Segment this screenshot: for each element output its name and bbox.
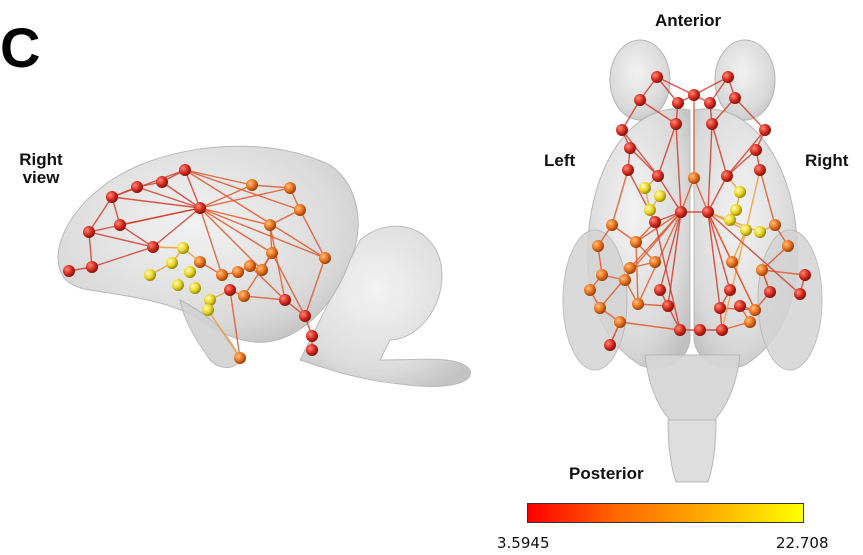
- network-node: [319, 252, 331, 264]
- network-node: [147, 241, 159, 253]
- network-node: [83, 226, 95, 238]
- network-node: [726, 256, 738, 268]
- network-node: [764, 286, 776, 298]
- network-node: [184, 266, 196, 278]
- network-node: [106, 191, 118, 203]
- network-node: [246, 179, 258, 191]
- network-node: [794, 288, 806, 300]
- network-node: [652, 170, 664, 182]
- network-node: [750, 144, 762, 156]
- network-node: [179, 164, 191, 176]
- network-node: [706, 118, 718, 130]
- network-node: [644, 204, 656, 216]
- network-node: [722, 71, 734, 83]
- network-node: [63, 265, 75, 277]
- network-node: [769, 219, 781, 231]
- network-node: [216, 269, 228, 281]
- colorbar-max-label: 22.708: [776, 534, 829, 552]
- network-node: [594, 302, 606, 314]
- network-node: [131, 181, 143, 193]
- network-node: [730, 204, 742, 216]
- network-node: [744, 316, 756, 328]
- network-node: [675, 206, 687, 218]
- network-node: [204, 294, 216, 306]
- network-node: [156, 176, 168, 188]
- network-node: [759, 124, 771, 136]
- network-node: [584, 284, 596, 296]
- network-node: [704, 97, 716, 109]
- network-node: [654, 284, 666, 296]
- network-node: [86, 261, 98, 273]
- network-node: [734, 186, 746, 198]
- colorbar: [527, 503, 804, 523]
- network-node: [264, 219, 276, 231]
- network-node: [639, 182, 651, 194]
- network-node: [299, 310, 311, 322]
- network-node: [651, 71, 663, 83]
- network-node: [749, 304, 761, 316]
- network-node: [724, 214, 736, 226]
- network-node: [756, 264, 768, 276]
- network-node: [672, 97, 684, 109]
- network-node: [724, 284, 736, 296]
- network-node: [729, 92, 741, 104]
- network-node: [592, 240, 604, 252]
- network-node: [740, 224, 752, 236]
- colorbar-min-label: 3.5945: [497, 534, 550, 552]
- network-node: [662, 300, 674, 312]
- network-node: [734, 300, 746, 312]
- axial-brain: [563, 40, 822, 482]
- network-node: [619, 274, 631, 286]
- network-node: [177, 242, 189, 254]
- network-node: [202, 304, 214, 316]
- network-node: [224, 284, 236, 296]
- network-node: [714, 302, 726, 314]
- network-node: [616, 124, 628, 136]
- network-node: [244, 260, 256, 272]
- network-node: [716, 324, 728, 336]
- network-node: [688, 89, 700, 101]
- network-node: [624, 142, 636, 154]
- network-node: [624, 262, 636, 274]
- network-node: [604, 339, 616, 351]
- network-node: [606, 219, 618, 231]
- network-node: [194, 256, 206, 268]
- network-node: [754, 164, 766, 176]
- network-node: [721, 170, 733, 182]
- network-node: [694, 324, 706, 336]
- network-node: [256, 264, 268, 276]
- network-node: [284, 182, 296, 194]
- network-node: [238, 290, 250, 302]
- network-node: [232, 266, 244, 278]
- network-node: [266, 247, 278, 259]
- network-node: [649, 216, 661, 228]
- network-node: [279, 294, 291, 306]
- network-node: [294, 204, 306, 216]
- network-node: [632, 298, 644, 310]
- network-node: [194, 202, 206, 214]
- network-node: [799, 269, 811, 281]
- network-node: [782, 240, 794, 252]
- network-node: [649, 256, 661, 268]
- network-node: [622, 164, 634, 176]
- network-node: [596, 269, 608, 281]
- network-node: [614, 316, 626, 328]
- network-node: [306, 330, 318, 342]
- network-node: [144, 269, 156, 281]
- network-node: [234, 352, 246, 364]
- network-node: [702, 206, 714, 218]
- network-node: [172, 279, 184, 291]
- network-node: [670, 118, 682, 130]
- network-node: [630, 236, 642, 248]
- network-node: [189, 282, 201, 294]
- network-node: [688, 172, 700, 184]
- network-node: [166, 257, 178, 269]
- network-node: [654, 190, 666, 202]
- network-node: [306, 344, 318, 356]
- network-node: [634, 94, 646, 106]
- network-node: [114, 219, 126, 231]
- network-node: [674, 324, 686, 336]
- network-node: [754, 226, 766, 238]
